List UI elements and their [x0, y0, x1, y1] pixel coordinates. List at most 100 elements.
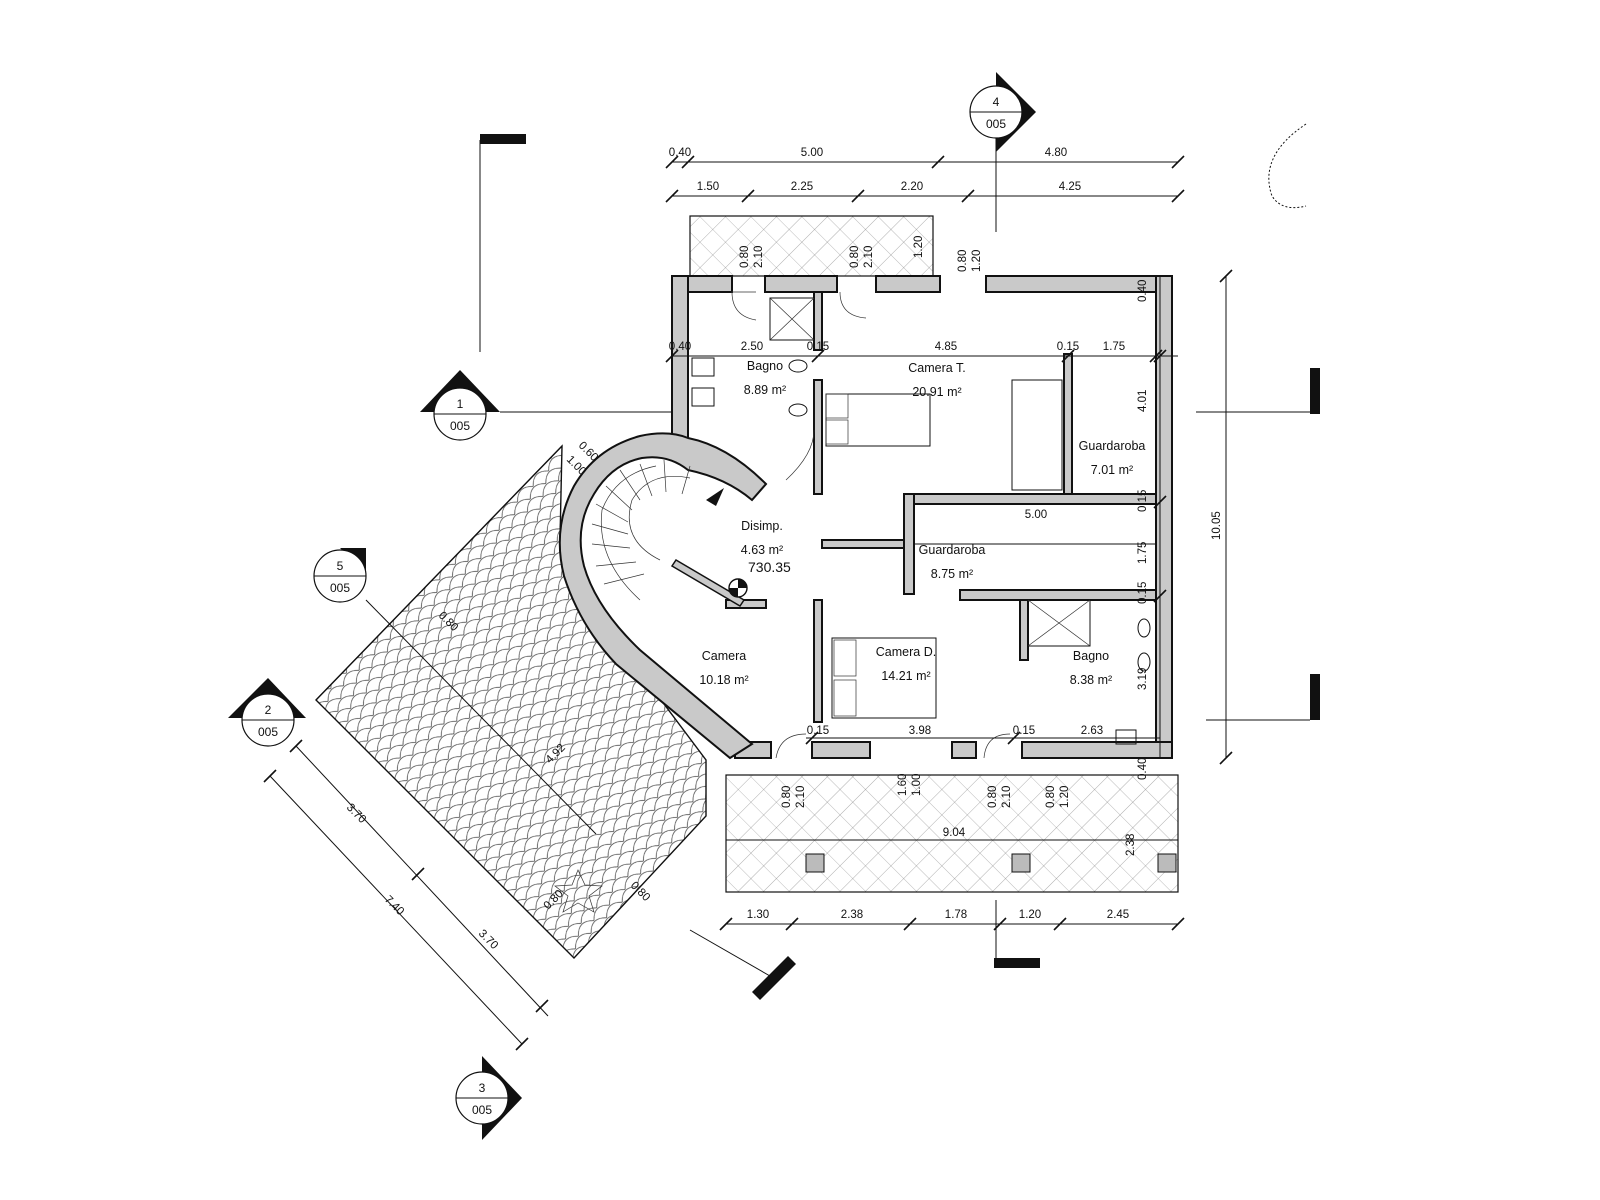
dimension-label: 0.15 [1013, 725, 1035, 737]
terrace-pillar [1157, 853, 1177, 873]
dimension-label: 1.20 [913, 236, 925, 258]
dimension-label: 2.10 [795, 786, 807, 808]
dimension-label: 0.15 [807, 725, 829, 737]
dimension-label: 1.78 [945, 909, 967, 921]
room-area: 20.91 m² [912, 385, 961, 399]
double-bed [831, 637, 937, 719]
dimension-label: 3.19 [1137, 668, 1149, 690]
dimension-label: 1.75 [1137, 542, 1149, 564]
room-name: Guardaroba [1079, 439, 1146, 453]
dimension-label: 0.40 [669, 341, 691, 353]
dimension-label: 1.30 [747, 909, 769, 921]
dimension-label: 0.80 [849, 246, 861, 268]
section-sheet: 005 [258, 725, 278, 739]
interior-walls [670, 291, 1157, 723]
dimension-label: 9.04 [943, 827, 966, 839]
dimension-label: 7.40 [382, 894, 406, 918]
dimension-label: 0.80 [957, 250, 969, 272]
dimension-label: 0.40 [1137, 758, 1149, 780]
north-arrow-icon [1268, 123, 1307, 209]
dimension-label: 1.20 [971, 250, 983, 272]
dimension-label: 2.10 [753, 246, 765, 268]
dimension-label: 5.00 [801, 147, 823, 159]
dimension-label: 0.15 [1137, 582, 1149, 604]
section-cut-marks [689, 368, 1320, 1000]
section-number: 4 [993, 95, 1000, 109]
desk [1011, 379, 1063, 491]
south-terrace [725, 774, 1179, 893]
dimension-label: 2.38 [1125, 834, 1137, 856]
dimension-label: 0.15 [1137, 490, 1149, 512]
room-labels: Bagno 8.89 m² Camera T. 20.91 m² Guardar… [699, 359, 1145, 687]
dimension-label: 2.10 [863, 246, 875, 268]
section-marker-5: 5 005 [313, 548, 597, 835]
dimension-label: 0.80 [1045, 786, 1057, 808]
section-marker-2: 2 005 [228, 678, 306, 747]
dimension-label: 1.00 [911, 774, 923, 796]
section-marker-3: 3 005 [455, 1056, 522, 1140]
room-area: 14.21 m² [881, 669, 930, 683]
section-marker-1: 1 005 [420, 134, 672, 441]
dimension-label: 1.60 [897, 774, 909, 796]
section-marker-4: 4 005 [969, 72, 1040, 968]
room-area: 10.18 m² [699, 673, 748, 687]
room-area: 8.89 m² [744, 383, 786, 397]
room-area: 7.01 m² [1091, 463, 1133, 477]
washbasin [1115, 729, 1137, 745]
room-name: Guardaroba [919, 543, 986, 557]
fixtures [691, 297, 1157, 745]
dimension-label: 0.15 [1057, 341, 1079, 353]
sink [691, 387, 715, 407]
section-sheet: 005 [472, 1103, 492, 1117]
dimension-label: 2.10 [1001, 786, 1013, 808]
terrace-pillar [1011, 853, 1031, 873]
doors [731, 291, 1011, 759]
dimension-label: 4.85 [935, 341, 957, 353]
dimension-label: 2.25 [791, 181, 813, 193]
room-name: Bagno [1073, 649, 1109, 663]
bidet [1137, 652, 1151, 672]
dimension-label: 1.20 [1019, 909, 1041, 921]
dimension-label: 0.15 [807, 341, 829, 353]
dimension-label: 0.80 [987, 786, 999, 808]
dimension-label: 1.50 [697, 181, 719, 193]
section-number: 3 [479, 1081, 486, 1095]
north-balcony [689, 215, 934, 277]
dimension-lines [263, 155, 1233, 1051]
dimension-label: 0.40 [669, 147, 691, 159]
room-name: Camera D. [876, 645, 936, 659]
room-area: 4.63 m² [741, 543, 783, 557]
dimension-label: 2.38 [841, 909, 863, 921]
wardrobe-unit [913, 503, 1157, 545]
dimension-label: 3.70 [476, 928, 500, 952]
roof-wing [315, 444, 707, 960]
dimension-label: 3.70 [344, 802, 368, 826]
dimension-label: 2.45 [1107, 909, 1129, 921]
section-number: 2 [265, 703, 272, 717]
dimension-label: 2.20 [901, 181, 923, 193]
section-number: 5 [337, 559, 344, 573]
toilet [1137, 618, 1151, 638]
elevation-value: 730.35 [748, 559, 791, 575]
shower-tray [769, 297, 815, 341]
room-name: Disimp. [741, 519, 783, 533]
spiral-stair [591, 459, 724, 601]
room-name: Bagno [747, 359, 783, 373]
section-sheet: 005 [330, 581, 350, 595]
roof-star-mark [554, 869, 603, 913]
section-sheet: 005 [986, 117, 1006, 131]
dimension-label: 10.05 [1211, 511, 1223, 540]
room-name: Camera T. [908, 361, 965, 375]
toilet [788, 359, 808, 373]
bidet [788, 403, 808, 417]
dimension-label: 4.25 [1059, 181, 1081, 193]
elevation-marker: 730.35 [728, 559, 791, 598]
sink [691, 357, 715, 377]
section-number: 1 [457, 397, 464, 411]
dimension-label: 0.80 [781, 786, 793, 808]
section-sheet: 005 [450, 419, 470, 433]
dimension-label: 4.80 [1045, 147, 1067, 159]
dimension-label: 2.50 [741, 341, 763, 353]
dimension-label: 3.98 [909, 725, 931, 737]
